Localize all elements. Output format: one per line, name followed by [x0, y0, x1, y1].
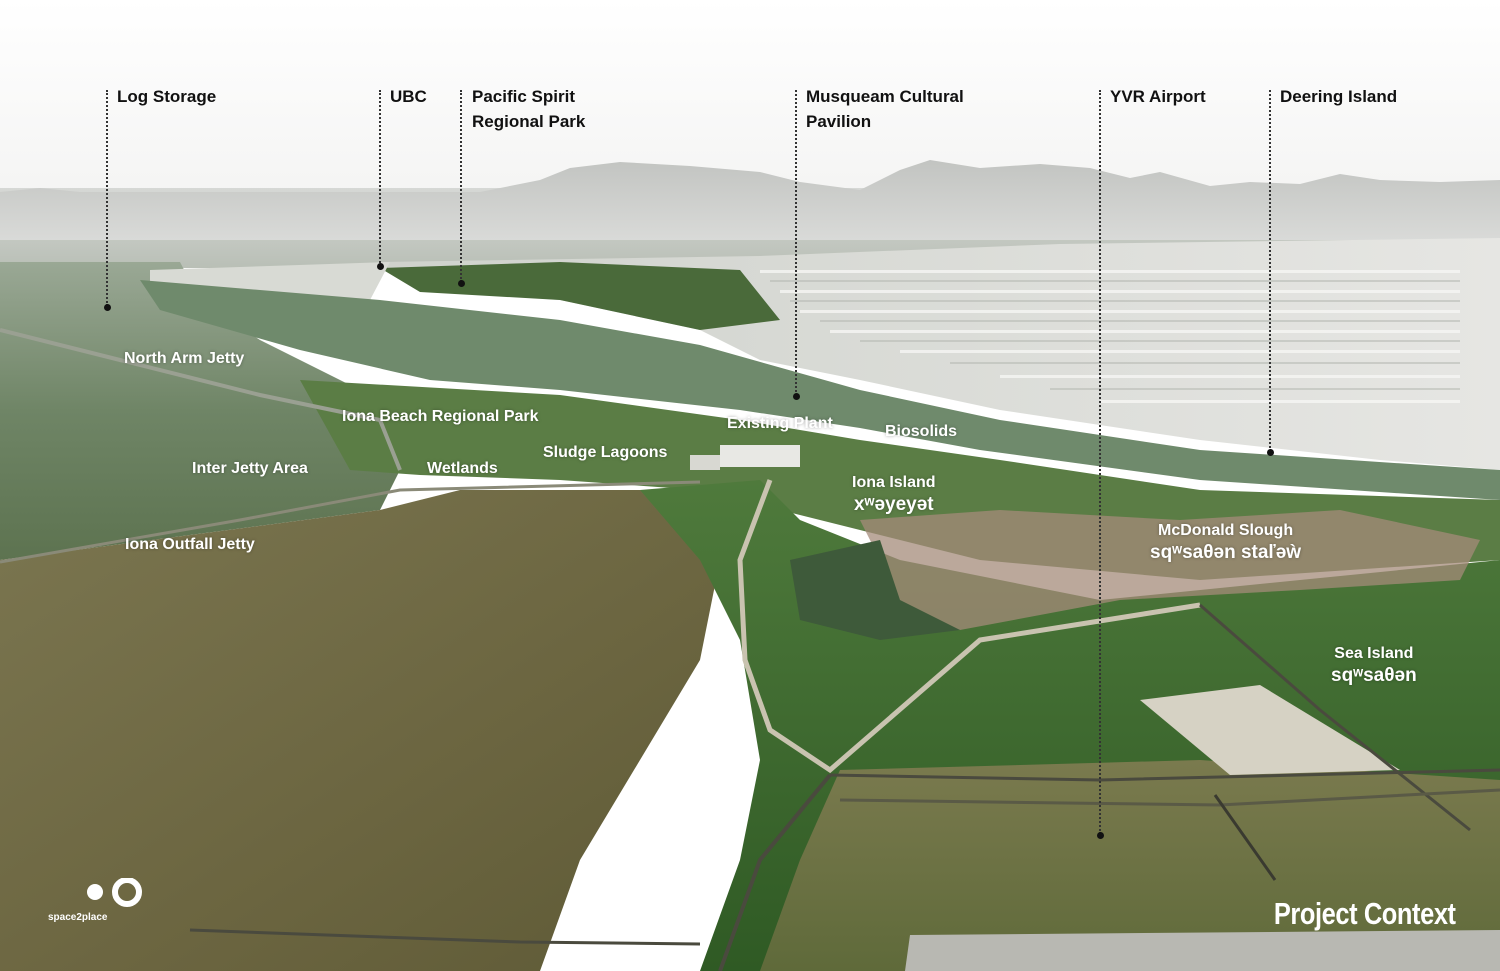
marker-ubc	[377, 263, 384, 270]
callout-yvr: YVR Airport	[1110, 87, 1206, 106]
label-mcdonald-slough-name: McDonald Slough	[1157, 522, 1294, 539]
label-iona-beach-regional-park: Iona Beach Regional Park	[342, 408, 539, 425]
marker-deering	[1267, 449, 1274, 456]
callout-pacific-spirit-line1: Pacific Spirit	[472, 87, 575, 106]
leader-deering	[1269, 90, 1271, 452]
callout-log-storage: Log Storage	[117, 87, 217, 106]
leader-yvr	[1099, 90, 1101, 834]
label-north-arm-jetty: North Arm Jetty	[124, 350, 245, 367]
callout-deering: Deering Island	[1280, 87, 1398, 106]
label-sea-island: Sea Island sqʷsaθən	[1331, 645, 1417, 687]
label-iona-island-name: Iona Island	[852, 474, 936, 491]
label-iona-island: Iona Island xʷəyeyət	[852, 474, 936, 516]
label-existing-plant: Existing Plant	[727, 415, 833, 432]
label-sea-island-native: sqʷsaθən	[1331, 665, 1417, 686]
marker-musqueam	[793, 393, 800, 400]
marker-log-storage	[104, 304, 111, 311]
space2place-logo: space2place	[48, 878, 148, 928]
leader-pacific-spirit	[460, 90, 462, 282]
callout-musqueam: Musqueam Cultural Pavilion	[806, 84, 964, 134]
label-inter-jetty-area: Inter Jetty Area	[192, 460, 308, 477]
brand-name: space2place	[48, 912, 108, 923]
page-title: Project Context	[1274, 896, 1456, 931]
marker-pacific-spirit	[458, 280, 465, 287]
callout-musqueam-line2: Pavilion	[806, 112, 872, 131]
callout-musqueam-line1: Musqueam Cultural	[806, 87, 964, 106]
leader-musqueam	[795, 90, 797, 396]
label-sea-island-name: Sea Island	[1334, 645, 1414, 662]
label-sludge-lagoons: Sludge Lagoons	[543, 444, 668, 461]
brand-dots-icon	[87, 878, 142, 907]
label-mcdonald-slough: McDonald Slough sqʷsaθən staľəẁ	[1150, 522, 1301, 564]
label-biosolids: Biosolids	[885, 423, 958, 440]
callout-pacific-spirit-line2: Regional Park	[472, 112, 586, 131]
callout-ubc: UBC	[390, 87, 427, 106]
callout-pacific-spirit: Pacific Spirit Regional Park	[472, 84, 585, 134]
leader-log-storage	[106, 90, 108, 306]
label-iona-outfall-jetty: Iona Outfall Jetty	[125, 536, 255, 553]
label-wetlands: Wetlands	[427, 460, 498, 477]
leader-ubc	[379, 90, 381, 266]
marker-yvr	[1097, 832, 1104, 839]
label-iona-island-native: xʷəyeyət	[853, 494, 934, 515]
label-mcdonald-slough-native: sqʷsaθən staľəẁ	[1150, 542, 1302, 563]
